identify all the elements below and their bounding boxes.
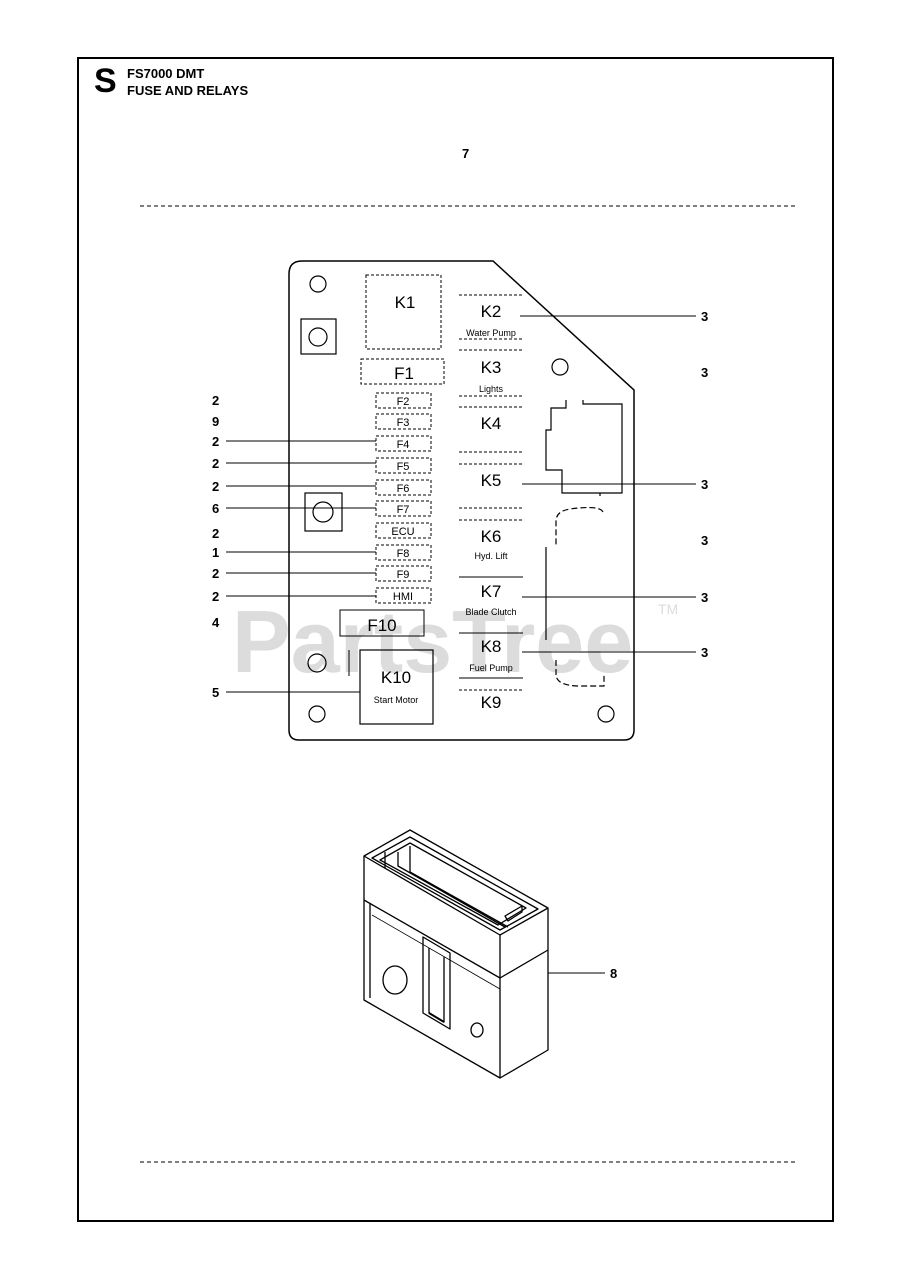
model-name: FS7000 DMT — [127, 66, 205, 81]
callout-top: 7 — [462, 146, 470, 161]
relay-k4-label: K4 — [481, 414, 502, 433]
relay-k3-label: K3 — [481, 358, 502, 377]
callout-left-f9: 2 — [212, 566, 219, 581]
relay-k8-label: K8 — [481, 637, 502, 656]
fuse-f5 — [375, 457, 432, 474]
housing-front-face — [363, 900, 501, 1079]
callout-left-k10: 5 — [212, 685, 219, 700]
left-leader-lines — [226, 440, 376, 693]
relay-k6-function: Hyd. Lift — [474, 551, 508, 561]
callout-left-ecu: 2 — [212, 526, 219, 541]
left-callouts: 2 9 2 2 2 6 2 1 2 2 4 5 — [212, 393, 220, 700]
fuse-board-outline — [288, 260, 635, 741]
boss-hole-icon — [307, 653, 327, 673]
relay-k1 — [365, 274, 442, 350]
fuse-f1-label: F1 — [394, 364, 414, 383]
mounting-holes — [300, 275, 615, 723]
relay-k7-function: Blade Clutch — [465, 607, 516, 617]
callout-right-k7: 3 — [701, 590, 708, 605]
watermark-tm: TM — [658, 601, 678, 617]
connector-lower — [555, 506, 604, 545]
square-boss-icon — [300, 318, 337, 355]
callout-left-f5: 2 — [212, 456, 219, 471]
fuse-ecu-label: ECU — [391, 526, 414, 538]
section-letter: S — [94, 62, 117, 100]
callout-right-k2: 3 — [701, 309, 708, 324]
relay-k10 — [359, 649, 434, 725]
callout-left-f8: 1 — [212, 545, 219, 560]
callout-right-k8: 3 — [701, 645, 708, 660]
callout-left-f10: 4 — [212, 615, 220, 630]
relay-column-dividers — [459, 294, 523, 691]
relay-k2-label: K2 — [481, 302, 502, 321]
fuse-f4-label: F4 — [397, 439, 410, 451]
callout-right-k5: 3 — [701, 477, 708, 492]
fuse-f8-label: F8 — [397, 548, 410, 560]
relay-k8-function: Fuel Pump — [469, 663, 513, 673]
mount-hole-icon — [308, 705, 326, 723]
relay-k1-label: K1 — [395, 293, 416, 312]
fuse-box-housing — [363, 829, 549, 1079]
fuse-f10-label: F10 — [367, 616, 396, 635]
relay-k2-function: Water Pump — [466, 328, 516, 338]
relay-k5-label: K5 — [481, 471, 502, 490]
fuse-f3 — [375, 413, 432, 430]
fuse-f6 — [375, 479, 432, 496]
fuse-f2-label: F2 — [397, 396, 410, 408]
relay-k6-label: K6 — [481, 527, 502, 546]
housing-small-hole-icon — [470, 1022, 484, 1038]
housing-rim-front — [363, 856, 501, 979]
callout-left-f4: 2 — [212, 434, 219, 449]
connector-upper — [545, 400, 623, 494]
square-boss-icon — [304, 492, 343, 532]
fuse-ecu — [375, 522, 432, 539]
relay-k3-function: Lights — [479, 384, 504, 394]
fuse-f10 — [339, 609, 425, 637]
callout-left-hmi: 2 — [212, 589, 219, 604]
callout-right-k6: 3 — [701, 533, 708, 548]
mount-hole-icon — [309, 275, 327, 293]
relay-k10-label: K10 — [381, 668, 411, 687]
callout-right-k3: 3 — [701, 365, 708, 380]
housing-side-face — [499, 950, 549, 1079]
callout-left-f6: 2 — [212, 479, 219, 494]
fuse-f6-label: F6 — [397, 483, 410, 495]
connector-outlines — [545, 400, 623, 687]
housing-large-hole-icon — [382, 965, 408, 995]
page-title: FUSE AND RELAYS — [127, 83, 249, 98]
boss-hole-icon — [312, 501, 334, 523]
callout-left-f7: 6 — [212, 501, 219, 516]
fuse-f1 — [360, 358, 445, 385]
housing-slot — [422, 936, 451, 1030]
boss-hole-icon — [308, 327, 328, 347]
mount-hole-icon — [597, 705, 615, 723]
callout-left-f2: 2 — [212, 393, 219, 408]
fuse-f4 — [375, 435, 432, 452]
mount-hole-icon — [551, 358, 569, 376]
fuse-hmi-label: HMI — [393, 591, 413, 603]
fuse-f3-label: F3 — [397, 417, 410, 429]
relay-k9-label: K9 — [481, 693, 502, 712]
watermark: PartsTree TM — [232, 592, 678, 691]
page-frame — [77, 57, 834, 1222]
callout-housing: 8 — [610, 966, 617, 981]
fuse-f2 — [375, 392, 432, 409]
right-callouts: 3 3 3 3 3 3 — [701, 309, 708, 660]
callout-left-f3: 9 — [212, 414, 219, 429]
fuse-f5-label: F5 — [397, 461, 410, 473]
fuse-f7-label: F7 — [397, 504, 410, 516]
right-leader-lines — [520, 315, 696, 653]
relay-k7-label: K7 — [481, 582, 502, 601]
fuse-f9-label: F9 — [397, 569, 410, 581]
relay-k10-function: Start Motor — [374, 695, 419, 705]
